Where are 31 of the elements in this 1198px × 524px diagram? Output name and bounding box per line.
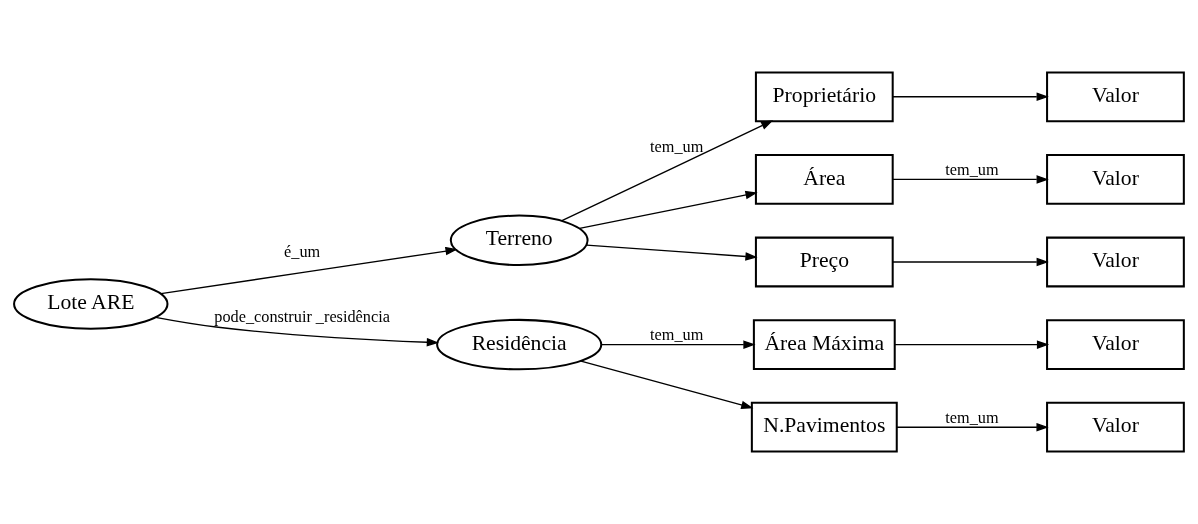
edge-label: pode_construir _residência (214, 308, 390, 327)
edge-label: tem_um (650, 326, 704, 344)
edge-label: tem_um (945, 408, 999, 427)
arrow (154, 316, 439, 347)
arrow (894, 340, 1050, 349)
node-box: Valor (1046, 71, 1185, 123)
node-box: N.Pavimentos (750, 401, 898, 453)
arrow (585, 244, 758, 261)
edge-label: tem_um (650, 137, 704, 156)
node-box: Valor (1046, 401, 1185, 453)
arrow (896, 422, 1049, 432)
arrow (578, 190, 758, 230)
node-box: Valor (1046, 154, 1185, 205)
node-ellipse: Lote ARE (13, 278, 169, 330)
node-box: Área (754, 154, 894, 205)
node-box: Proprietário (754, 71, 894, 123)
node-box: Preço (754, 236, 894, 288)
arrow (160, 246, 458, 295)
node-box: Área Máxima (752, 319, 896, 370)
arrow (580, 360, 754, 410)
node-ellipse: Terreno (449, 214, 589, 267)
arrow (561, 120, 774, 222)
node-box: Valor (1046, 319, 1185, 370)
arrow (892, 257, 1049, 267)
arrow (892, 92, 1049, 102)
edge-label: tem_um (945, 160, 999, 179)
arrow (600, 340, 756, 349)
arrow (892, 175, 1049, 184)
node-box: Valor (1046, 236, 1185, 288)
edge-label: é_um (284, 243, 321, 262)
node-ellipse: Residência (436, 318, 603, 371)
